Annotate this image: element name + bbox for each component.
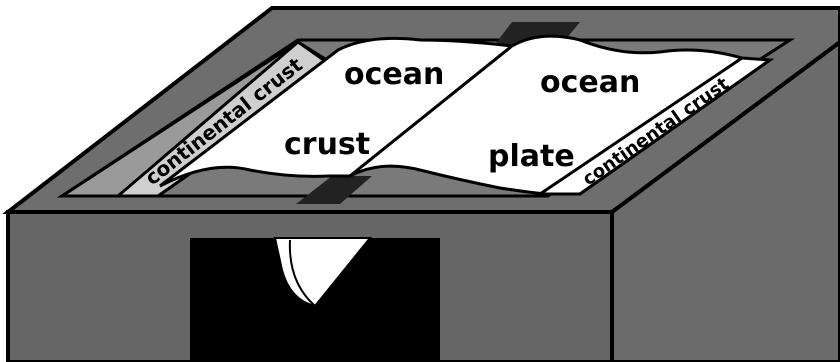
label-ocean-left: ocean	[344, 57, 444, 92]
label-plate: plate	[488, 139, 575, 174]
continental-crust-right-edge	[579, 58, 771, 196]
label-crust: crust	[284, 127, 370, 162]
label-ocean-right: ocean	[540, 65, 640, 100]
belt-strip-bottom	[296, 176, 372, 204]
reel-shadow-icon	[288, 239, 316, 307]
